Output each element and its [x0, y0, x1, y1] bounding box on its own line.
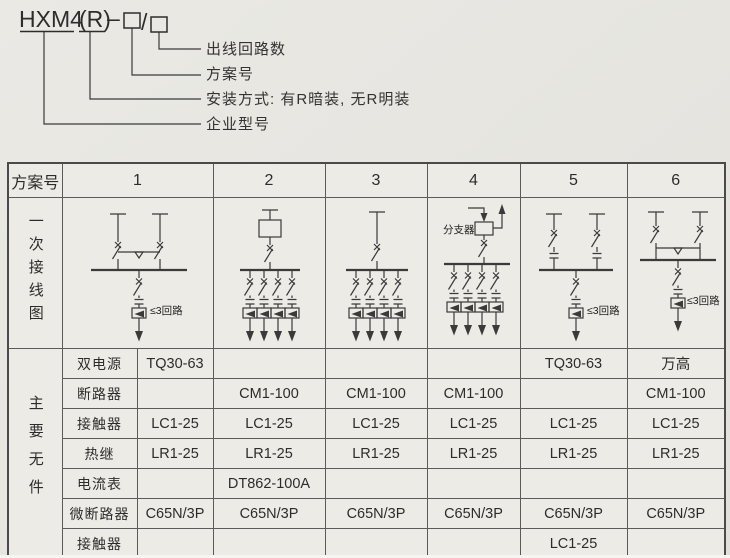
one-line-diagram-3 — [345, 211, 408, 343]
component-label: 接触器 — [61, 528, 138, 558]
scheme-header-row: 方案号 1 2 3 4 5 6 — [7, 162, 726, 198]
component-row: 主要无件 双电源 TQ30-63 TQ30-63 万高 — [7, 348, 726, 558]
spec-cell: C65N/3P — [212, 498, 326, 529]
circuit-count-note-5: ≤3回路 — [587, 304, 620, 317]
components-row-header: 主要无件 — [7, 348, 63, 558]
spec-cell: LC1-25 — [426, 408, 521, 439]
spec-cell — [212, 528, 326, 558]
wiring-diagram-scheme-2 — [212, 197, 326, 349]
spec-cell: LR1-25 — [136, 438, 214, 469]
component-row: 断路器 CM1-100 CM1-100 CM1-100 CM1-100 — [8, 378, 726, 409]
spec-cell — [324, 468, 428, 499]
component-label: 电流表 — [61, 468, 138, 499]
spec-cell — [519, 468, 628, 499]
label-scheme-number: 方案号 — [206, 65, 254, 83]
corner-header: 方案号 — [7, 162, 63, 198]
spec-cell: C65N/3P — [426, 498, 521, 529]
component-row: 微断路器 C65N/3P C65N/3P C65N/3P C65N/3P C65… — [8, 498, 726, 529]
component-row: 接触器 LC1-25 LC1-25 LC1-25 LC1-25 LC1-25 L… — [8, 408, 726, 439]
label-mounting-type: 安装方式: 有R暗装, 无R明装 — [206, 91, 410, 108]
components-row-header-text: 主要无件 — [26, 395, 44, 507]
circuit-count-note-6: ≤3回路 — [687, 294, 720, 307]
one-line-diagram-4: 分支器 — [443, 204, 510, 337]
wiring-diagram-scheme-4: 分支器 — [426, 197, 521, 349]
spec-cell — [519, 378, 628, 409]
component-label: 微断路器 — [61, 498, 138, 529]
spec-cell: LR1-25 — [212, 438, 326, 469]
spec-cell — [136, 378, 214, 409]
component-label: 断路器 — [61, 378, 138, 409]
spec-table: 方案号 1 2 3 4 5 6 一次接线图 — [7, 162, 726, 558]
one-line-diagram-6: ≤3回路 — [639, 211, 720, 333]
model-designation-figure: HXM4 (R) – / 出线回路数 方案号 安装方式: 有R暗装, 无R明装 … — [19, 5, 410, 133]
spec-cell — [426, 348, 521, 379]
model-r-text: (R) — [79, 6, 111, 32]
one-line-diagram-2 — [239, 209, 300, 343]
spec-cell: LC1-25 — [519, 408, 628, 439]
spec-cell: LR1-25 — [426, 438, 521, 469]
page-bottom-margin — [0, 555, 730, 558]
component-row: 接触器 LC1-25 — [8, 528, 726, 558]
model-slash: / — [141, 9, 148, 35]
scheme-header-5: 5 — [519, 162, 628, 198]
circuit-count-note-1: ≤3回路 — [150, 304, 183, 317]
spec-cell: DT862-100A — [212, 468, 326, 499]
spec-cell: TQ30-63 — [519, 348, 628, 379]
spec-cell: C65N/3P — [324, 498, 428, 529]
spec-cell: 万高 — [626, 348, 726, 379]
spec-cell: LC1-25 — [136, 408, 214, 439]
scheme-header-2: 2 — [212, 162, 326, 198]
spec-cell: TQ30-63 — [136, 348, 214, 379]
label-outgoing-circuits: 出线回路数 — [206, 41, 286, 58]
diagram-row-header: 一次接线图 — [7, 197, 63, 349]
one-line-diagram-1: ≤3回路 — [90, 213, 187, 343]
spec-cell — [626, 528, 726, 558]
branch-device-label: 分支器 — [443, 224, 475, 236]
spec-cell: C65N/3P — [626, 498, 726, 529]
spec-cell: LC1-25 — [324, 408, 428, 439]
label-enterprise-model: 企业型号 — [206, 115, 270, 133]
scheme-header-1: 1 — [61, 162, 214, 198]
spec-cell: C65N/3P — [136, 498, 214, 529]
component-label: 双电源 — [61, 348, 138, 379]
component-label: 热继 — [61, 438, 138, 469]
wiring-diagram-scheme-3 — [324, 197, 428, 349]
spec-cell — [136, 468, 214, 499]
diagram-row-header-text: 一次接线图 — [26, 213, 44, 328]
spec-cell — [324, 528, 428, 558]
wiring-diagram-scheme-6: ≤3回路 — [626, 197, 726, 349]
spec-cell: LC1-25 — [519, 528, 628, 558]
wiring-diagram-scheme-1: ≤3回路 — [61, 197, 214, 349]
scheme-header-4: 4 — [426, 162, 521, 198]
spec-cell: LR1-25 — [324, 438, 428, 469]
one-line-diagram-5: ≤3回路 — [538, 213, 620, 343]
model-dash: – — [107, 5, 120, 31]
component-label: 接触器 — [61, 408, 138, 439]
spec-cell — [324, 348, 428, 379]
wiring-diagram-row: 一次接线图 — [7, 197, 726, 349]
spec-cell — [426, 528, 521, 558]
spec-cell: CM1-100 — [324, 378, 428, 409]
spec-cell — [136, 528, 214, 558]
scheme-header-3: 3 — [324, 162, 428, 198]
component-row: 热继 LR1-25 LR1-25 LR1-25 LR1-25 LR1-25 LR… — [8, 438, 726, 469]
spec-cell — [212, 348, 326, 379]
spec-cell — [626, 468, 726, 499]
model-text: HXM4 — [19, 6, 83, 32]
scheme-header-6: 6 — [626, 162, 726, 198]
component-row: 电流表 DT862-100A — [8, 468, 726, 499]
spec-cell — [426, 468, 521, 499]
spec-cell: LC1-25 — [212, 408, 326, 439]
spec-cell: C65N/3P — [519, 498, 628, 529]
spec-cell: CM1-100 — [212, 378, 326, 409]
spec-cell: CM1-100 — [626, 378, 726, 409]
wiring-diagram-scheme-5: ≤3回路 — [519, 197, 628, 349]
spec-cell: LR1-25 — [626, 438, 726, 469]
spec-cell: LC1-25 — [626, 408, 726, 439]
spec-cell: LR1-25 — [519, 438, 628, 469]
spec-cell: CM1-100 — [426, 378, 521, 409]
